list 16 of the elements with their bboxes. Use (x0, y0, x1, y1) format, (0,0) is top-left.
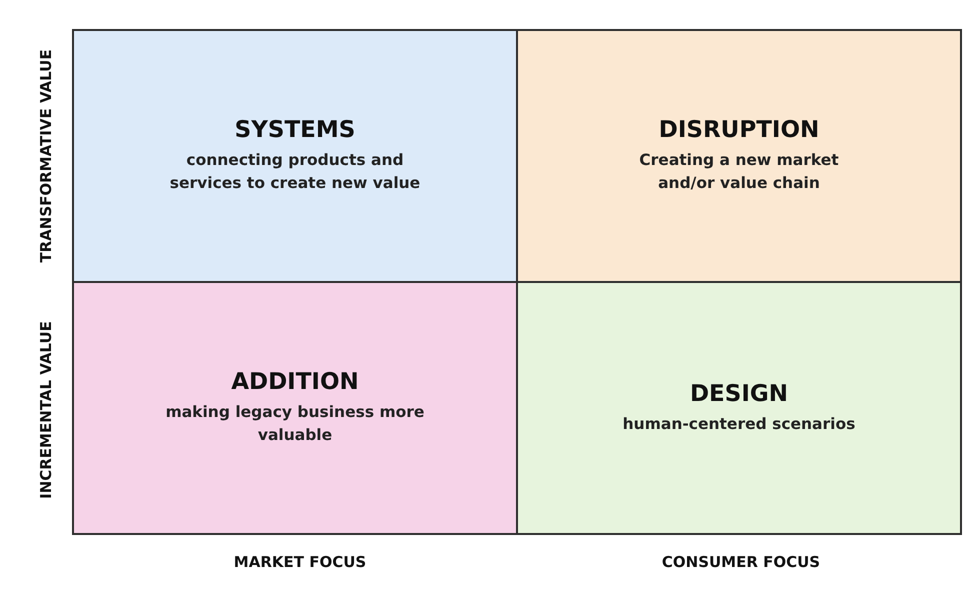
quadrant-box (72, 29, 518, 283)
quadrant-description: human-centered scenarios (622, 414, 856, 434)
quadrant-title: DISRUPTION (658, 117, 820, 143)
axis-label: MARKET FOCUS (234, 553, 366, 571)
axis-label: CONSUMER FOCUS (662, 553, 820, 571)
axis-label: INCREMENTAL VALUE (37, 321, 55, 499)
quadrant-box (516, 281, 962, 535)
quadrant-description: connecting products and services to create new value (168, 150, 422, 194)
quadrant-description: Creating a new market and/or value chain (638, 150, 840, 194)
quadrant-box (516, 29, 962, 283)
quadrant-title: ADDITION (231, 369, 359, 395)
quadrant-title: DESIGN (690, 380, 788, 406)
axis-label: TRANSFORMATIVE VALUE (37, 49, 55, 263)
quadrant-box (72, 281, 518, 535)
quadrant-description: making legacy business more valuable (165, 402, 425, 446)
quadrant-title: SYSTEMS (234, 117, 356, 143)
